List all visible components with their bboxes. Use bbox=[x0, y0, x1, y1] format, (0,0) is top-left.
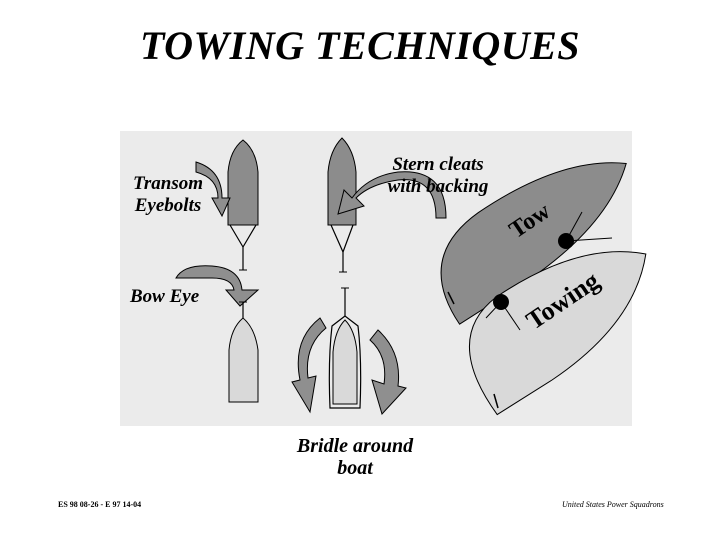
hull-towed-light bbox=[469, 251, 647, 416]
tow-lines-right bbox=[485, 211, 613, 331]
boat-towed bbox=[469, 251, 647, 416]
label-bow-eye: Bow Eye bbox=[130, 286, 200, 307]
hull-bridle bbox=[332, 319, 358, 405]
label-transom-eyebolts: Transom Eyebolts bbox=[132, 173, 204, 216]
arrow-stern-cleats bbox=[337, 171, 447, 219]
arrow-bridle-left bbox=[291, 317, 327, 414]
footer-right: United States Power Squadrons bbox=[562, 500, 664, 509]
hull-tow-dark bbox=[440, 162, 627, 325]
hull-bow-eye bbox=[228, 317, 259, 403]
arrow-bridle-right bbox=[369, 329, 407, 415]
arrow-bow-eye bbox=[175, 265, 260, 307]
arrow-transom bbox=[195, 161, 231, 218]
boat-transom-eyebolts bbox=[227, 139, 259, 271]
label-stern-cleats: Stern cleats with backing bbox=[387, 154, 489, 197]
footer-left: ES 98 08-26 - E 97 14-04 bbox=[58, 500, 142, 509]
boat-towing-lead bbox=[440, 162, 627, 325]
page-title: TOWING TECHNIQUES bbox=[139, 23, 581, 68]
hull-transom bbox=[227, 139, 259, 226]
boat-bow-eye bbox=[228, 301, 259, 403]
bridle-loop bbox=[328, 315, 362, 409]
boat-bridle bbox=[328, 287, 362, 409]
label-bridle: Bridle around boat bbox=[296, 435, 414, 479]
